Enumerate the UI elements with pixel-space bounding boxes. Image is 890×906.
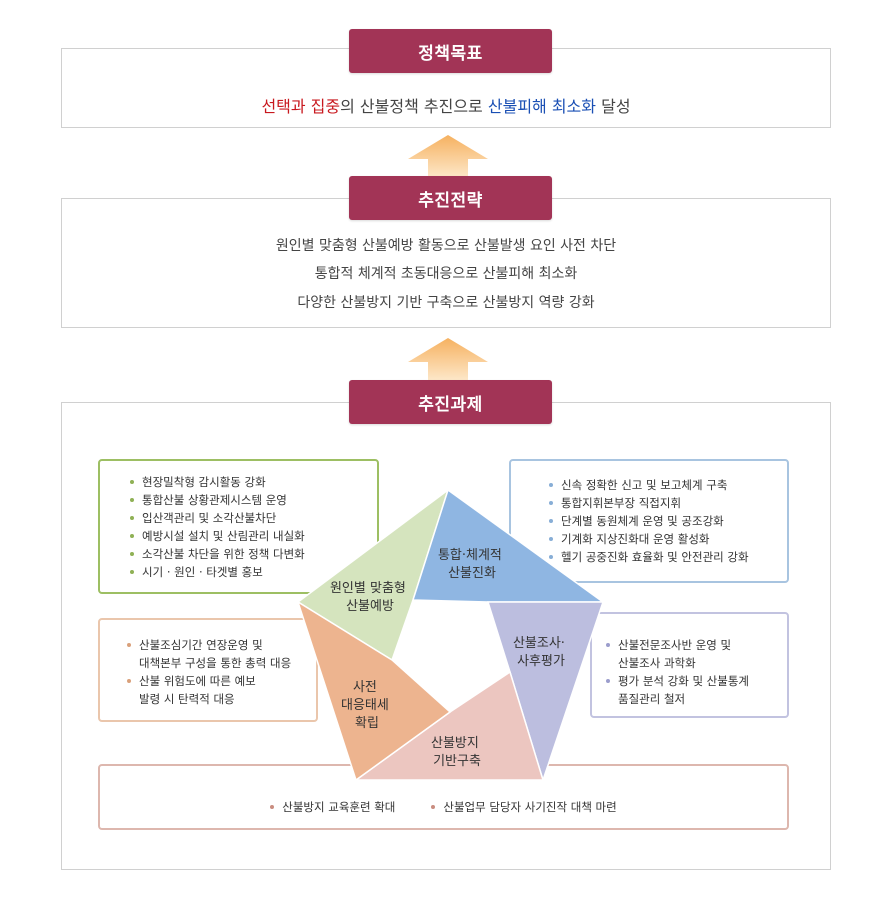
goal-text-end: 달성 bbox=[596, 97, 631, 116]
list-item: 입산객관리 및 소각산불차단 bbox=[130, 509, 377, 527]
list-item-line: 산불조사 과학화 bbox=[618, 656, 696, 670]
goal-statement: 선택과 집중의 산불정책 추진으로 산불피해 최소화 달성 bbox=[62, 93, 830, 117]
segment-label-prevention: 원인별 맞춤형 산불예방 bbox=[330, 581, 410, 614]
strategy-line-3: 다양한 산불방지 기반 구축으로 산불방지 역량 강화 bbox=[297, 295, 595, 311]
list-item-line: 산불조심기간 연장운영 및 bbox=[139, 638, 263, 652]
goal-tag: 정책목표 bbox=[349, 29, 552, 73]
list-item-line: 산불전문조사반 운영 및 bbox=[618, 638, 732, 652]
list-item: 산불방지 교육훈련 확대 bbox=[270, 798, 395, 816]
segment-label-suppression: 통합·체계적 산불진화 bbox=[438, 548, 506, 581]
segment-readiness bbox=[296, 600, 452, 782]
list-item: 통합산불 상황관제시스템 운영 bbox=[130, 491, 377, 509]
investigation-box: 산불전문조사반 운영 및 산불조사 과학화 평가 분석 강화 및 산불통계 품질… bbox=[590, 612, 789, 718]
prevention-box: 현장밀착형 감시활동 강화 통합산불 상황관제시스템 운영 입산객관리 및 소각… bbox=[98, 459, 379, 594]
up-arrow-icon bbox=[408, 338, 488, 380]
list-item: 시기 · 원인 · 타겟별 홍보 bbox=[130, 563, 377, 581]
readiness-box: 산불조심기간 연장운영 및 대책본부 구성을 통한 총력 대응 산불 위험도에 … bbox=[98, 618, 318, 722]
list-item: 평가 분석 강화 및 산불통계 품질관리 철저 bbox=[606, 672, 787, 708]
suppression-box: 신속 정확한 신고 및 보고체계 구축 통합지휘본부장 직접지휘 단계별 동원체… bbox=[509, 459, 789, 583]
list-item: 예방시설 설치 및 산림관리 내실화 bbox=[130, 527, 377, 545]
list-item-line: 품질관리 철저 bbox=[618, 692, 686, 706]
goal-highlight-selection: 선택과 집중 bbox=[261, 97, 341, 116]
list-item: 헬기 공중진화 효율화 및 안전관리 강화 bbox=[549, 548, 787, 566]
list-item: 산불업무 담당자 사기진작 대책 마련 bbox=[431, 798, 617, 816]
goal-highlight-damage: 산불피해 최소화 bbox=[487, 97, 597, 116]
list-item-line: 평가 분석 강화 및 산불통계 bbox=[618, 674, 750, 688]
list-item: 소각산불 차단을 위한 정책 다변화 bbox=[130, 545, 377, 563]
list-item-line: 대책본부 구성을 통한 총력 대응 bbox=[139, 656, 292, 670]
tasks-tag: 추진과제 bbox=[349, 380, 552, 424]
segment-label-investigation: 산불조사· 사후평가 bbox=[513, 636, 569, 669]
list-item: 신속 정확한 신고 및 보고체계 구축 bbox=[549, 476, 787, 494]
list-item: 단계별 동원체계 운영 및 공조강화 bbox=[549, 512, 787, 530]
list-item: 현장밀착형 감시활동 강화 bbox=[130, 473, 377, 491]
segment-label-infrastructure: 산불방지 기반구축 bbox=[431, 736, 483, 769]
list-item: 산불전문조사반 운영 및 산불조사 과학화 bbox=[606, 636, 787, 672]
segment-label-readiness: 사전 대응태세 확립 bbox=[341, 680, 393, 731]
list-item: 산불조심기간 연장운영 및 대책본부 구성을 통한 총력 대응 bbox=[127, 636, 316, 672]
list-item-line: 발령 시 탄력적 대응 bbox=[139, 692, 235, 706]
goal-text: 의 산불정책 추진으로 bbox=[340, 97, 488, 116]
list-item: 통합지휘본부장 직접지휘 bbox=[549, 494, 787, 512]
list-item: 산불 위험도에 따른 예보 발령 시 탄력적 대응 bbox=[127, 672, 316, 708]
list-item-line: 산불 위험도에 따른 예보 bbox=[139, 674, 256, 688]
strategy-line-1: 원인별 맞춤형 산불예방 활동으로 산불발생 요인 사전 차단 bbox=[275, 238, 617, 254]
strategy-tag: 추진전략 bbox=[349, 176, 552, 220]
list-item: 기계화 지상진화대 운영 활성화 bbox=[549, 530, 787, 548]
strategy-line-2: 통합적 체계적 초동대응으로 산불피해 최소화 bbox=[314, 266, 578, 282]
up-arrow-icon bbox=[408, 135, 488, 177]
